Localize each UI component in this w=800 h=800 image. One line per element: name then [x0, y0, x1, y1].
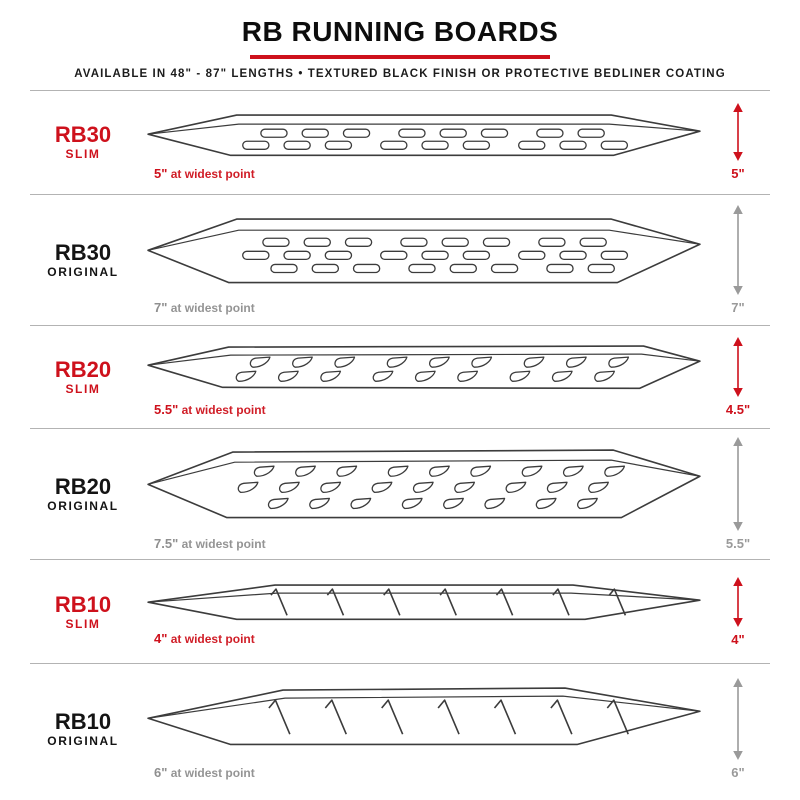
width-caption: 5.5" at widest point	[154, 402, 706, 417]
height-value: 5.5"	[725, 536, 751, 552]
product-row-rb30-original: RB30 ORIGINAL 7" at widest point 7"	[30, 193, 770, 325]
width-suffix: at widest point	[167, 300, 255, 315]
height-value: 4.5"	[725, 402, 751, 418]
product-row-rb10-original: RB10 ORIGINAL 6" at widest point 6"	[30, 663, 770, 794]
width-suffix: at widest point	[167, 632, 255, 647]
product-row-rb10-slim: RB10 SLIM 4" at widest point 4"	[30, 559, 770, 663]
rb20-slim-board-drawing	[147, 345, 701, 390]
width-value: 6"	[154, 764, 168, 780]
product-rows: RB30 SLIM 5" at widest point 5" RB30 ORI…	[0, 90, 800, 800]
page-header: RB RUNNING BOARDS AVAILABLE IN 48" - 87"…	[0, 0, 800, 90]
model-label-block: RB10 SLIM	[30, 593, 142, 631]
model-label-block: RB20 SLIM	[30, 358, 142, 396]
width-value: 7.5"	[154, 536, 179, 552]
width-value: 5.5"	[154, 401, 179, 417]
height-dimension: 4"	[706, 576, 770, 647]
height-value: 4"	[731, 631, 745, 647]
title-underline-accent	[250, 55, 550, 59]
product-row-rb30-slim: RB30 SLIM 5" at widest point 5"	[30, 90, 770, 194]
model-variant: SLIM	[65, 382, 101, 397]
height-dimension: 7"	[706, 204, 770, 315]
height-value: 5"	[731, 166, 745, 182]
model-label-block: RB30 SLIM	[30, 123, 142, 161]
model-variant: SLIM	[65, 616, 101, 631]
rb10-original-board-drawing	[147, 687, 701, 746]
height-dimension-arrow	[733, 576, 743, 627]
width-caption: 7" at widest point	[154, 300, 706, 315]
page-subtitle: AVAILABLE IN 48" - 87" LENGTHS • TEXTURE…	[74, 68, 726, 80]
width-suffix: at widest point	[178, 537, 266, 552]
board-drawing-area: 6" at widest point	[142, 678, 706, 780]
model-variant: SLIM	[65, 147, 101, 162]
height-dimension: 5"	[706, 103, 770, 181]
height-dimension: 5.5"	[706, 437, 770, 551]
height-dimension-arrow	[733, 204, 743, 295]
height-dimension-arrow	[733, 103, 743, 162]
height-value: 7"	[731, 299, 745, 315]
model-label-block: RB20 ORIGINAL	[30, 475, 142, 513]
model-name: RB20	[54, 356, 112, 382]
board-drawing-area: 5.5" at widest point	[142, 337, 706, 417]
height-dimension-arrow	[733, 678, 743, 760]
rb10-slim-board-drawing	[147, 584, 701, 621]
width-caption: 6" at widest point	[154, 765, 706, 780]
model-name: RB30	[54, 239, 112, 265]
model-name: RB10	[54, 708, 112, 734]
model-name: RB10	[54, 591, 112, 617]
width-value: 5"	[154, 166, 168, 182]
width-caption: 5" at widest point	[154, 166, 706, 181]
height-value: 6"	[731, 765, 745, 780]
width-value: 4"	[154, 631, 168, 647]
board-drawing-area: 4" at widest point	[142, 577, 706, 646]
board-drawing-area: 7.5" at widest point	[142, 438, 706, 551]
width-caption: 7.5" at widest point	[154, 536, 706, 551]
page-title: RB RUNNING BOARDS	[241, 16, 559, 47]
model-label-block: RB10 ORIGINAL	[30, 710, 142, 748]
width-suffix: at widest point	[178, 402, 266, 417]
model-name: RB20	[54, 474, 112, 500]
height-dimension: 4.5"	[706, 337, 770, 417]
width-value: 7"	[154, 299, 168, 315]
rb30-original-board-drawing	[147, 218, 701, 284]
product-row-rb20-original: RB20 ORIGINAL 7.5" at widest point 5.5"	[30, 428, 770, 559]
rb30-slim-board-drawing	[147, 113, 701, 156]
width-caption: 4" at widest point	[154, 631, 706, 646]
model-name: RB30	[54, 122, 112, 148]
model-variant: ORIGINAL	[47, 734, 119, 749]
product-row-rb20-slim: RB20 SLIM 5.5" at widest point 4.5"	[30, 324, 770, 429]
width-suffix: at widest point	[167, 765, 255, 780]
board-drawing-area: 5" at widest point	[142, 104, 706, 181]
height-dimension: 6"	[706, 678, 770, 780]
width-suffix: at widest point	[167, 167, 255, 182]
model-variant: ORIGINAL	[47, 499, 119, 514]
height-dimension-arrow	[733, 437, 743, 532]
board-drawing-area: 7" at widest point	[142, 205, 706, 315]
model-label-block: RB30 ORIGINAL	[30, 241, 142, 279]
height-dimension-arrow	[733, 337, 743, 398]
model-variant: ORIGINAL	[47, 264, 119, 279]
rb20-original-board-drawing	[147, 448, 701, 518]
